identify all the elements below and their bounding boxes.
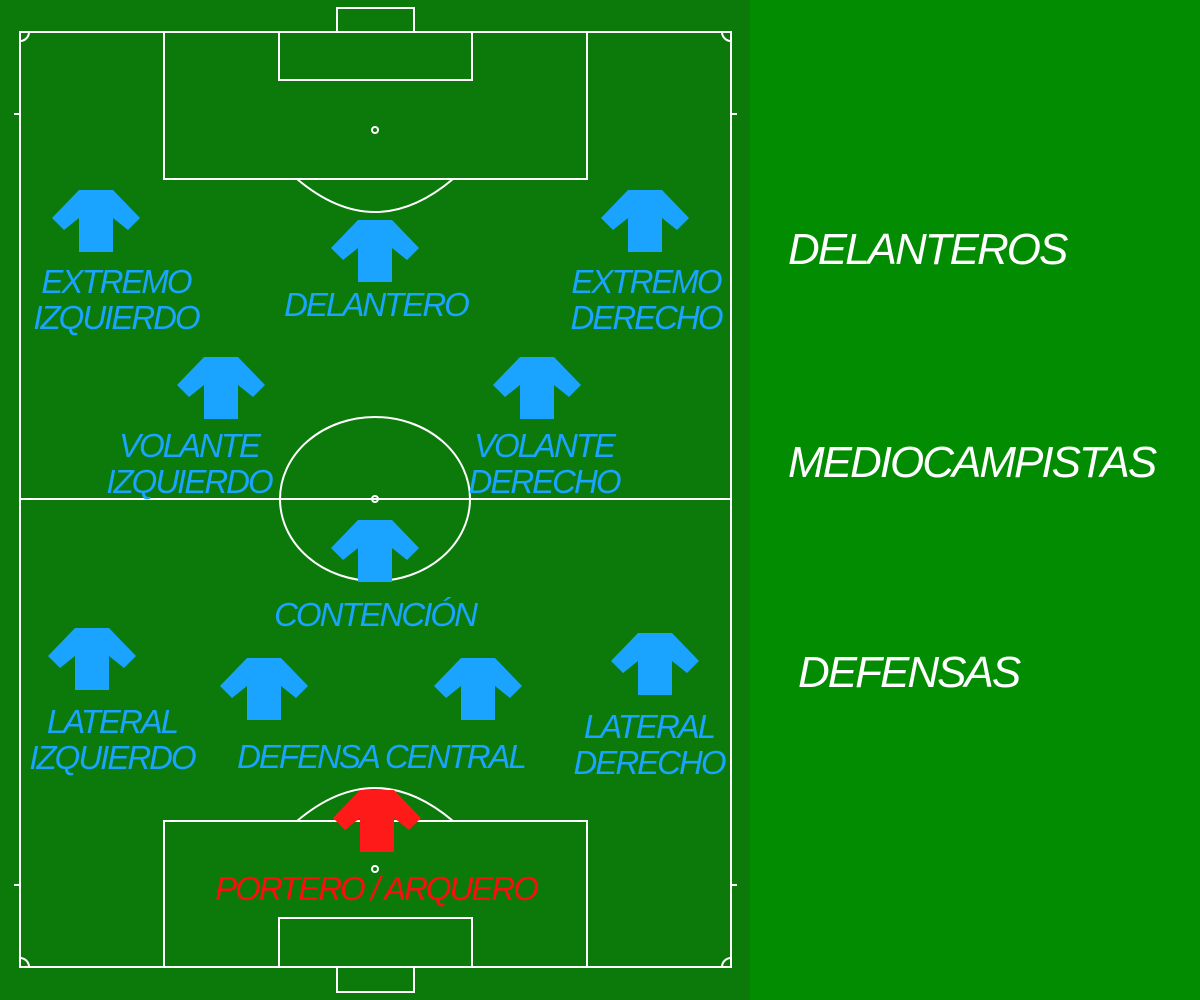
shirt-icon-lateral-izquierdo: [48, 628, 136, 690]
label-portero: PORTERO / ARQUERO: [196, 871, 556, 907]
corner-arc-tr: [721, 31, 732, 42]
shirt-icon-volante-derecho: [493, 357, 581, 419]
bottom-goal: [336, 966, 415, 993]
bottom-goal-area: [278, 917, 473, 968]
label-line: LATERAL: [583, 708, 716, 745]
label-line: DEFENSA CENTRAL: [237, 738, 527, 775]
shirt-icon-extremo-derecho: [601, 190, 689, 252]
label-line: LATERAL: [46, 703, 179, 740]
top-penalty-spot: [371, 126, 379, 134]
shirt-icon-defensa-central-derecho: [434, 658, 522, 720]
center-spot: [371, 495, 379, 503]
bottom-penalty-arc: [296, 787, 454, 822]
group-label-delanteros: DELANTEROS: [788, 225, 1068, 274]
label-lateral-derecho: LATERAL DERECHO: [566, 709, 732, 781]
top-penalty-area: [163, 31, 588, 180]
top-goal: [336, 7, 415, 33]
bottom-penalty-spot: [371, 865, 379, 873]
corner-arc-br: [721, 957, 732, 968]
corner-arc-tl: [19, 31, 30, 42]
label-lateral-izquierdo: LATERAL IZQUIERDO: [22, 704, 202, 776]
label-line: DERECHO: [570, 299, 723, 336]
label-extremo-derecho: EXTREMO DERECHO: [560, 264, 732, 336]
label-line: DERECHO: [468, 463, 621, 500]
label-line: EXTREMO: [571, 263, 722, 300]
label-volante-derecho: VOLANTE DERECHO: [462, 428, 626, 500]
group-label-defensas: DEFENSAS: [798, 648, 1021, 697]
label-defensa-central: DEFENSA CENTRAL: [228, 739, 534, 775]
top-penalty-arc: [296, 178, 454, 213]
pitch-lines: [14, 7, 737, 993]
group-label-mediocampistas: MEDIOCAMPISTAS: [788, 438, 1157, 487]
label-line: IZQUIERDO: [29, 739, 196, 776]
shirt-icon-portero: [333, 790, 421, 852]
corner-arc-bl: [19, 957, 30, 968]
label-line: EXTREMO: [41, 263, 192, 300]
label-contencion: CONTENCIÓN: [258, 597, 492, 633]
label-extremo-izquierdo: EXTREMO IZQUIERDO: [28, 264, 204, 336]
shirt-icon-extremo-izquierdo: [52, 190, 140, 252]
label-line: IZQUIERDO: [33, 299, 200, 336]
label-line: DELANTERO: [284, 286, 470, 323]
label-line: PORTERO / ARQUERO: [215, 870, 539, 907]
shirt-icon-lateral-derecho: [611, 633, 699, 695]
shirt-icon-defensa-central-izquierdo: [220, 658, 308, 720]
label-line: IZQUIERDO: [106, 463, 273, 500]
shirt-icon-contencion: [331, 520, 419, 582]
top-goal-area: [278, 31, 473, 81]
label-line: VOLANTE: [118, 427, 261, 464]
label-volante-izquierdo: VOLANTE IZQUIERDO: [100, 428, 278, 500]
label-line: VOLANTE: [473, 427, 616, 464]
shirt-icon-delantero: [331, 220, 419, 282]
label-line: DERECHO: [573, 744, 726, 781]
label-delantero: DELANTERO: [272, 287, 480, 323]
label-line: CONTENCIÓN: [274, 596, 478, 633]
shirt-icon-volante-izquierdo: [177, 357, 265, 419]
